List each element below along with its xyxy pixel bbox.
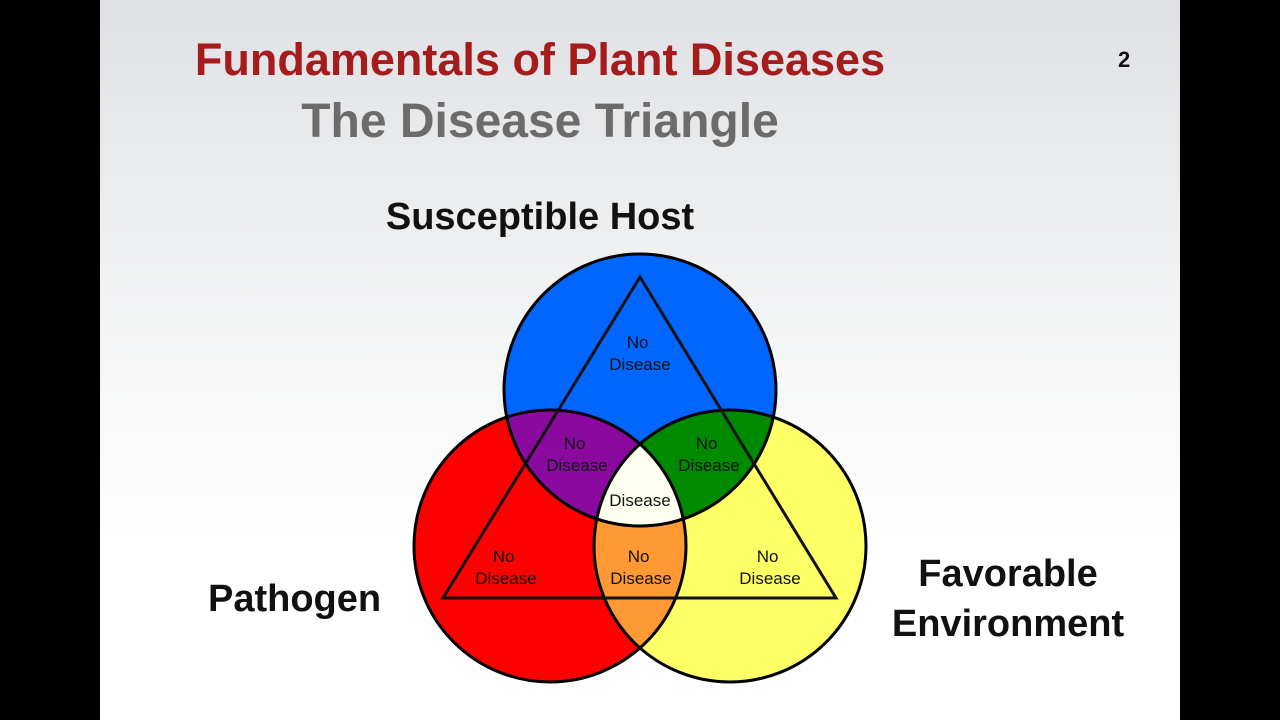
center-overlap xyxy=(594,410,686,526)
slide-subtitle: The Disease Triangle xyxy=(301,95,779,148)
environment-only-text: No Disease xyxy=(739,547,800,588)
pathogen-circle-outline xyxy=(412,408,688,684)
slide: Fundamentals of Plant Diseases The Disea… xyxy=(100,0,1180,720)
host-label: Susceptible Host xyxy=(385,196,695,238)
host-circle-outline xyxy=(502,252,778,528)
slide-number: 2 xyxy=(1118,47,1131,72)
disease-triangle-venn: No Disease No Disease No Disease Disease… xyxy=(412,252,868,684)
slide-title: Fundamentals of Plant Diseases xyxy=(194,34,886,85)
environment-label-line1: Favorable xyxy=(918,553,1098,595)
disease-triangle xyxy=(440,274,839,600)
host-only-text: No Disease xyxy=(609,333,670,374)
environment-circle-outline xyxy=(592,408,868,684)
environment-label-line2: Environment xyxy=(891,603,1125,645)
host-environment-text: No Disease xyxy=(678,434,739,475)
pathogen-environment-text: No Disease xyxy=(610,547,671,588)
pathogen-label: Pathogen xyxy=(208,578,382,620)
environment-label: Favorable Environment xyxy=(870,549,1146,649)
host-pathogen-text: No Disease xyxy=(546,434,607,475)
center-text: Disease xyxy=(609,491,670,510)
pathogen-only-text: No Disease xyxy=(475,547,536,588)
